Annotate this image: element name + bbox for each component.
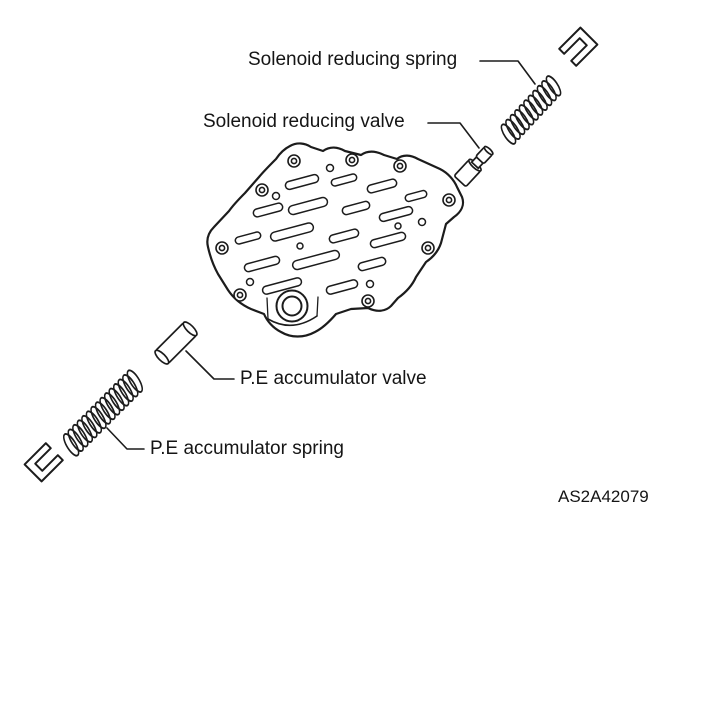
label-pe-accumulator-spring: P.E accumulator spring <box>150 438 344 459</box>
valve-body <box>206 142 465 338</box>
leader-pe-accumulator-spring <box>106 427 145 450</box>
pe-accumulator-spring <box>60 366 146 460</box>
label-pe-accumulator-valve: P.E accumulator valve <box>240 368 427 389</box>
valve-body-outline <box>206 142 465 338</box>
leader-pe-accumulator-valve <box>185 350 235 380</box>
retainer-clip-bottom-left <box>23 442 64 483</box>
retainer-clip-top-right <box>558 26 599 67</box>
leader-lines <box>106 60 536 450</box>
leader-solenoid-reducing-valve <box>427 122 480 149</box>
label-solenoid-reducing-spring: Solenoid reducing spring <box>248 49 458 70</box>
figure-code: AS2A42079 <box>558 487 649 506</box>
valve-body-passages <box>234 163 428 295</box>
pe-accumulator-valve <box>154 321 198 365</box>
leader-solenoid-reducing-spring <box>479 60 536 85</box>
solenoid-reducing-valve <box>454 145 494 187</box>
valve-body-bolt-holes <box>215 153 456 308</box>
solenoid-reducing-spring <box>498 72 564 148</box>
label-solenoid-reducing-valve: Solenoid reducing valve <box>203 111 405 132</box>
valve-body-boss-port <box>266 289 319 327</box>
